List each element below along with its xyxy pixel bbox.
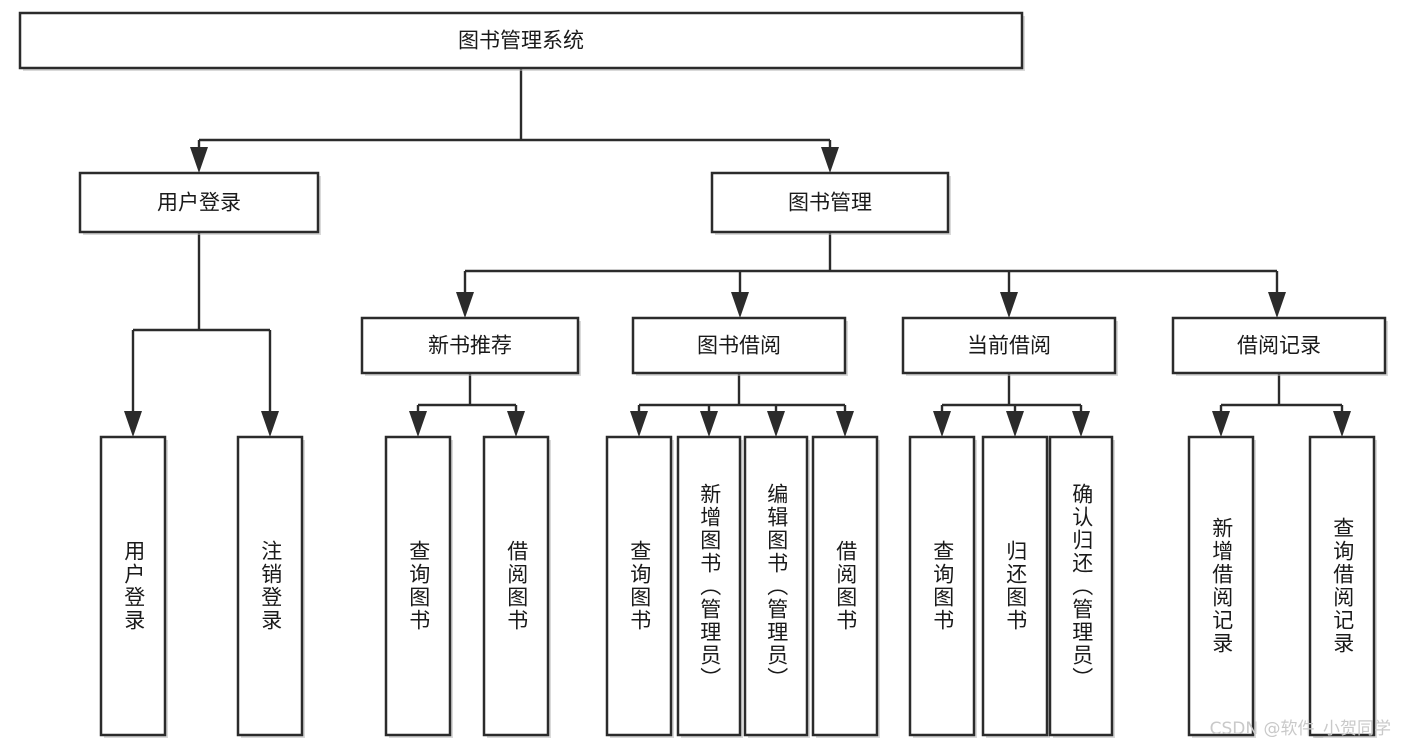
arrow-head-icon bbox=[821, 147, 839, 173]
arrow-head-icon bbox=[700, 411, 718, 437]
node-root[interactable]: 图书管理系统 bbox=[18, 11, 1025, 71]
node-label: 图书管理 bbox=[788, 191, 872, 215]
arrow-head-icon bbox=[1072, 411, 1090, 437]
node-leaf-5[interactable] bbox=[676, 435, 743, 738]
arrow-head-icon bbox=[456, 292, 474, 318]
arrow-head-icon bbox=[836, 411, 854, 437]
node-leaf-6[interactable] bbox=[743, 435, 810, 738]
node-leaf-3[interactable] bbox=[482, 435, 551, 738]
node-leaf-1[interactable] bbox=[236, 435, 305, 738]
node-leaf-9[interactable] bbox=[981, 435, 1050, 738]
node-label: 借阅记录 bbox=[1237, 334, 1321, 358]
node-label: 用户登录 bbox=[157, 191, 241, 215]
arrow-head-icon bbox=[409, 411, 427, 437]
arrow-head-icon bbox=[261, 411, 279, 437]
node-leaf-12[interactable] bbox=[1308, 435, 1377, 738]
node-leaf-11[interactable] bbox=[1187, 435, 1256, 738]
arrow-head-icon bbox=[731, 292, 749, 318]
node-label: 图书管理系统 bbox=[458, 29, 584, 53]
node-leaf-0[interactable] bbox=[99, 435, 168, 738]
arrow-head-icon bbox=[767, 411, 785, 437]
arrow-head-icon bbox=[1006, 411, 1024, 437]
node-level2-0[interactable]: 用户登录 bbox=[78, 171, 321, 235]
arrow-head-icon bbox=[124, 411, 142, 437]
node-level3-2[interactable]: 当前借阅 bbox=[901, 316, 1118, 376]
arrow-head-icon bbox=[1333, 411, 1351, 437]
node-leaf-7[interactable] bbox=[811, 435, 880, 738]
arrow-head-icon bbox=[507, 411, 525, 437]
watermark: CSDN @软件_小贺同学 bbox=[1209, 719, 1391, 739]
arrow-head-icon bbox=[1268, 292, 1286, 318]
node-label: 新书推荐 bbox=[428, 334, 512, 358]
node-level3-0[interactable]: 新书推荐 bbox=[360, 316, 581, 376]
node-leaf-4[interactable] bbox=[605, 435, 674, 738]
node-level3-3[interactable]: 借阅记录 bbox=[1171, 316, 1388, 376]
arrow-head-icon bbox=[190, 147, 208, 173]
node-level2-1[interactable]: 图书管理 bbox=[710, 171, 951, 235]
arrow-head-icon bbox=[1212, 411, 1230, 437]
node-leaf-2[interactable] bbox=[384, 435, 453, 738]
node-label: 图书借阅 bbox=[697, 334, 781, 358]
node-level3-1[interactable]: 图书借阅 bbox=[631, 316, 848, 376]
node-leaf-10[interactable] bbox=[1048, 435, 1115, 738]
arrow-head-icon bbox=[1000, 292, 1018, 318]
arrow-head-icon bbox=[630, 411, 648, 437]
node-label: 当前借阅 bbox=[967, 334, 1051, 358]
arrow-head-icon bbox=[933, 411, 951, 437]
node-leaf-8[interactable] bbox=[908, 435, 977, 738]
